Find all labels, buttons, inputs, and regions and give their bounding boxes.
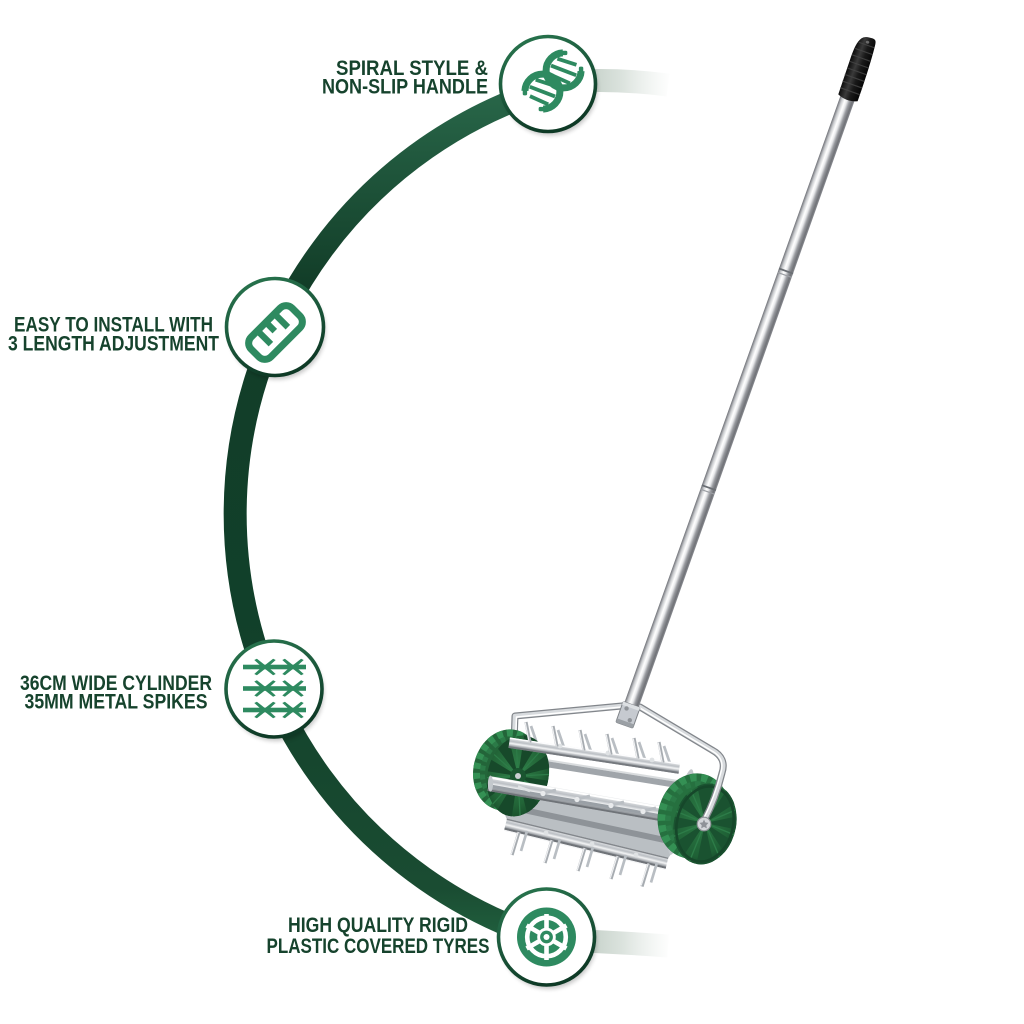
svg-text:HIGH QUALITY RIGID: HIGH QUALITY RIGID — [288, 913, 468, 937]
svg-text:3 LENGTH ADJUSTMENT: 3 LENGTH ADJUSTMENT — [8, 332, 219, 356]
svg-text:EASY TO INSTALL WITH: EASY TO INSTALL WITH — [14, 313, 213, 337]
svg-text:35MM METAL SPIKES: 35MM METAL SPIKES — [25, 690, 208, 714]
svg-text:SPIRAL STYLE &: SPIRAL STYLE & — [336, 56, 488, 80]
svg-text:PLASTIC COVERED TYRES: PLASTIC COVERED TYRES — [267, 934, 490, 958]
svg-text:NON-SLIP HANDLE: NON-SLIP HANDLE — [322, 75, 488, 99]
svg-text:36CM WIDE CYLINDER: 36CM WIDE CYLINDER — [20, 671, 212, 695]
